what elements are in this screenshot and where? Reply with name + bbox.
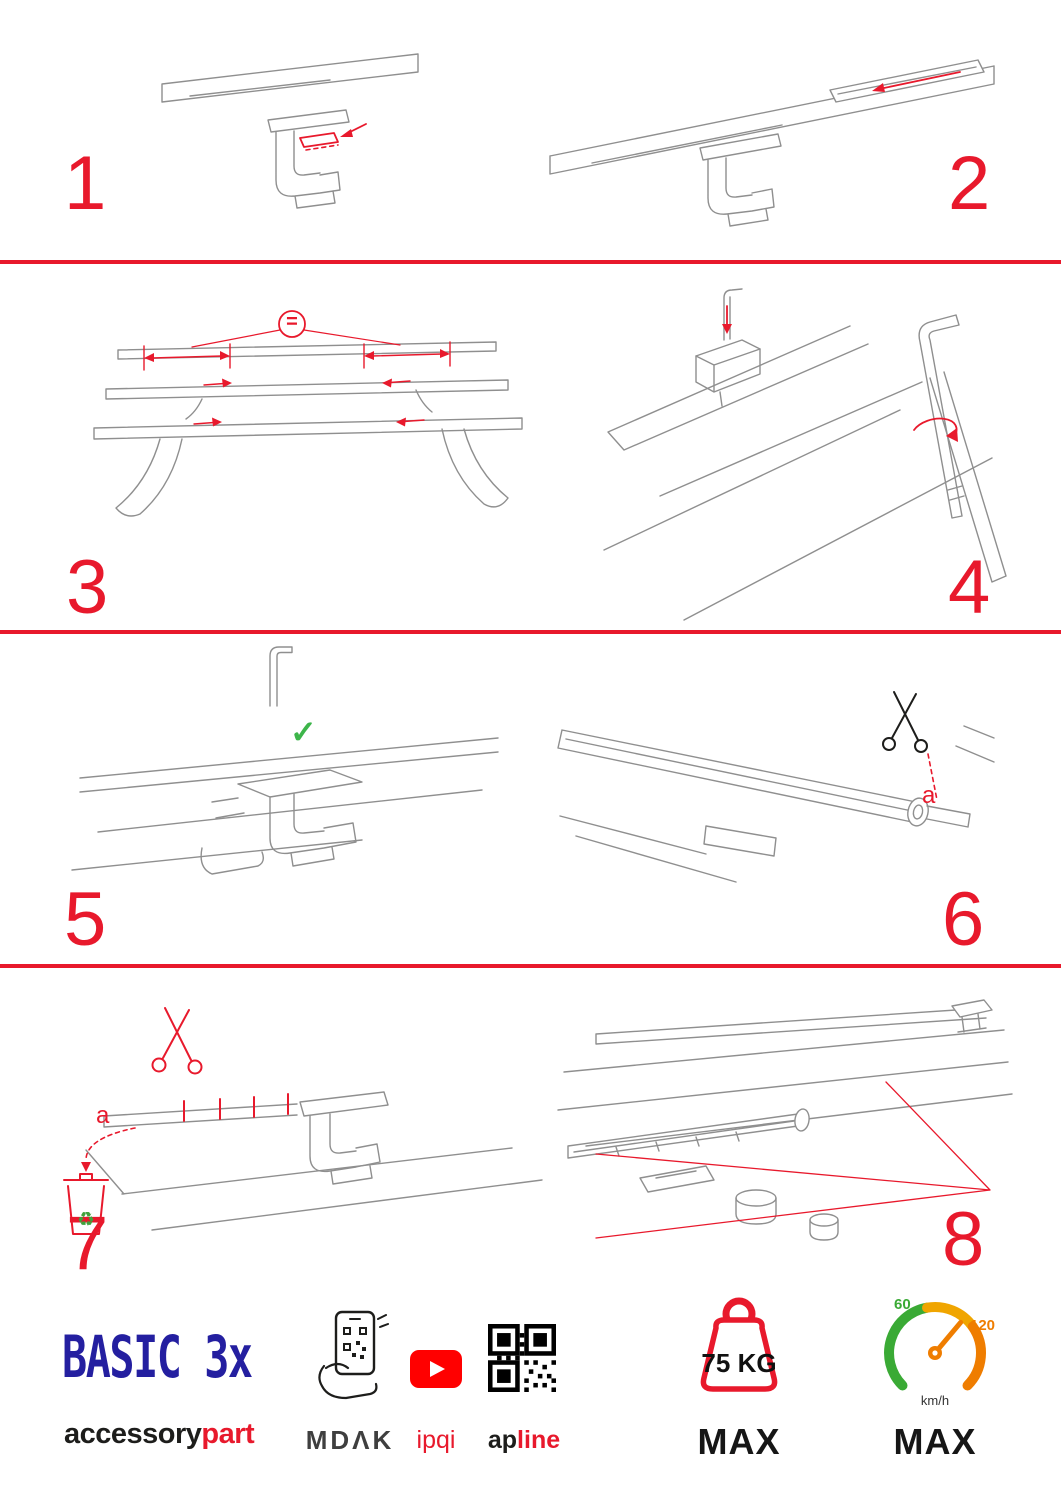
trash-bin-icon <box>63 1173 109 1235</box>
step-5-number: 5 <box>64 877 107 962</box>
rubber-pad-annotation <box>299 123 367 151</box>
fitting-parts-drawing <box>639 1165 839 1241</box>
phone-qr-scan-icon <box>312 1310 396 1402</box>
equal-spacing-symbol: = <box>286 311 298 333</box>
roof-drawing <box>85 1147 543 1231</box>
pin-insert-annotation <box>722 288 743 341</box>
section-divider <box>0 964 1061 968</box>
recycle-icon: ♻ <box>77 1207 95 1231</box>
partner-ipqi: ipqi <box>416 1426 456 1454</box>
step-3-illustration <box>52 286 552 532</box>
speed-tick-high: 120 <box>970 1317 996 1334</box>
clamp-drawing <box>695 339 761 407</box>
step-6-number: 6 <box>942 877 985 962</box>
weight-max-label: MAX <box>697 1421 781 1462</box>
youtube-icon <box>410 1350 462 1388</box>
section-divider <box>0 260 1061 264</box>
brand-black: accessory <box>64 1418 202 1450</box>
clamp-drawing <box>699 133 782 227</box>
apline-red: line <box>517 1426 561 1454</box>
roof-rail-drawing <box>161 53 419 103</box>
step-8-illustration <box>556 986 1014 1264</box>
step-6-illustration <box>556 686 996 914</box>
crossbar-drawing <box>557 725 995 883</box>
brand-wordmark: accessorypart <box>64 1418 255 1450</box>
crossbars-drawing <box>93 341 523 517</box>
speed-max-label: MAX <box>893 1421 977 1462</box>
speedometer-icon <box>876 1292 994 1410</box>
step-3-number: 3 <box>66 545 109 630</box>
step-1-illustration <box>150 38 430 238</box>
step-1-number: 1 <box>64 141 107 226</box>
discard-arrow <box>85 1127 136 1161</box>
roof-drawing <box>71 737 499 871</box>
clamp-drawing <box>200 769 363 875</box>
step-2-illustration <box>532 28 1010 233</box>
step-4-illustration <box>600 282 1015 626</box>
step-4-number: 4 <box>948 545 991 630</box>
step-2-number: 2 <box>948 141 991 226</box>
checkmark-icon: ✓ <box>290 714 317 750</box>
clamp-drawing <box>299 1091 389 1185</box>
step-7-illustration: ♻ <box>42 998 547 1248</box>
section-divider <box>0 630 1061 634</box>
strip-drawing <box>103 1093 298 1128</box>
speed-unit: km/h <box>920 1393 950 1408</box>
speed-tick-low: 60 <box>894 1296 911 1313</box>
step-5-illustration <box>62 642 517 904</box>
roof-rail-drawing <box>549 65 995 175</box>
end-strip-drawing <box>829 59 985 103</box>
roof-drawing <box>557 999 1013 1147</box>
roof-drawing <box>603 325 1007 621</box>
product-name: BASIC 3x <box>62 1323 253 1391</box>
weight-icon <box>680 1294 798 1406</box>
equal-spacing-annotation <box>143 310 451 427</box>
clamp-drawing <box>267 109 350 209</box>
step-8-number: 8 <box>942 1197 985 1282</box>
apline-black: ap <box>487 1426 518 1454</box>
allen-key-icon <box>913 314 965 519</box>
scissors-icon <box>882 691 928 753</box>
weight-limit-value: 75 KG <box>701 1348 777 1378</box>
brand-red: part <box>201 1418 255 1450</box>
scissors-icon <box>151 1007 203 1075</box>
qr-code-icon <box>488 1324 556 1392</box>
crossbar-drawing <box>567 1108 810 1159</box>
part-a-label: a <box>922 782 936 809</box>
partner-apline: apline <box>482 1428 566 1453</box>
part-a-label: a <box>96 1102 110 1129</box>
partner-mdak: MDΛK <box>305 1425 395 1455</box>
pin-drawing <box>269 646 293 707</box>
alignment-annotation <box>595 1081 991 1239</box>
cut-line-annotation <box>927 753 938 801</box>
